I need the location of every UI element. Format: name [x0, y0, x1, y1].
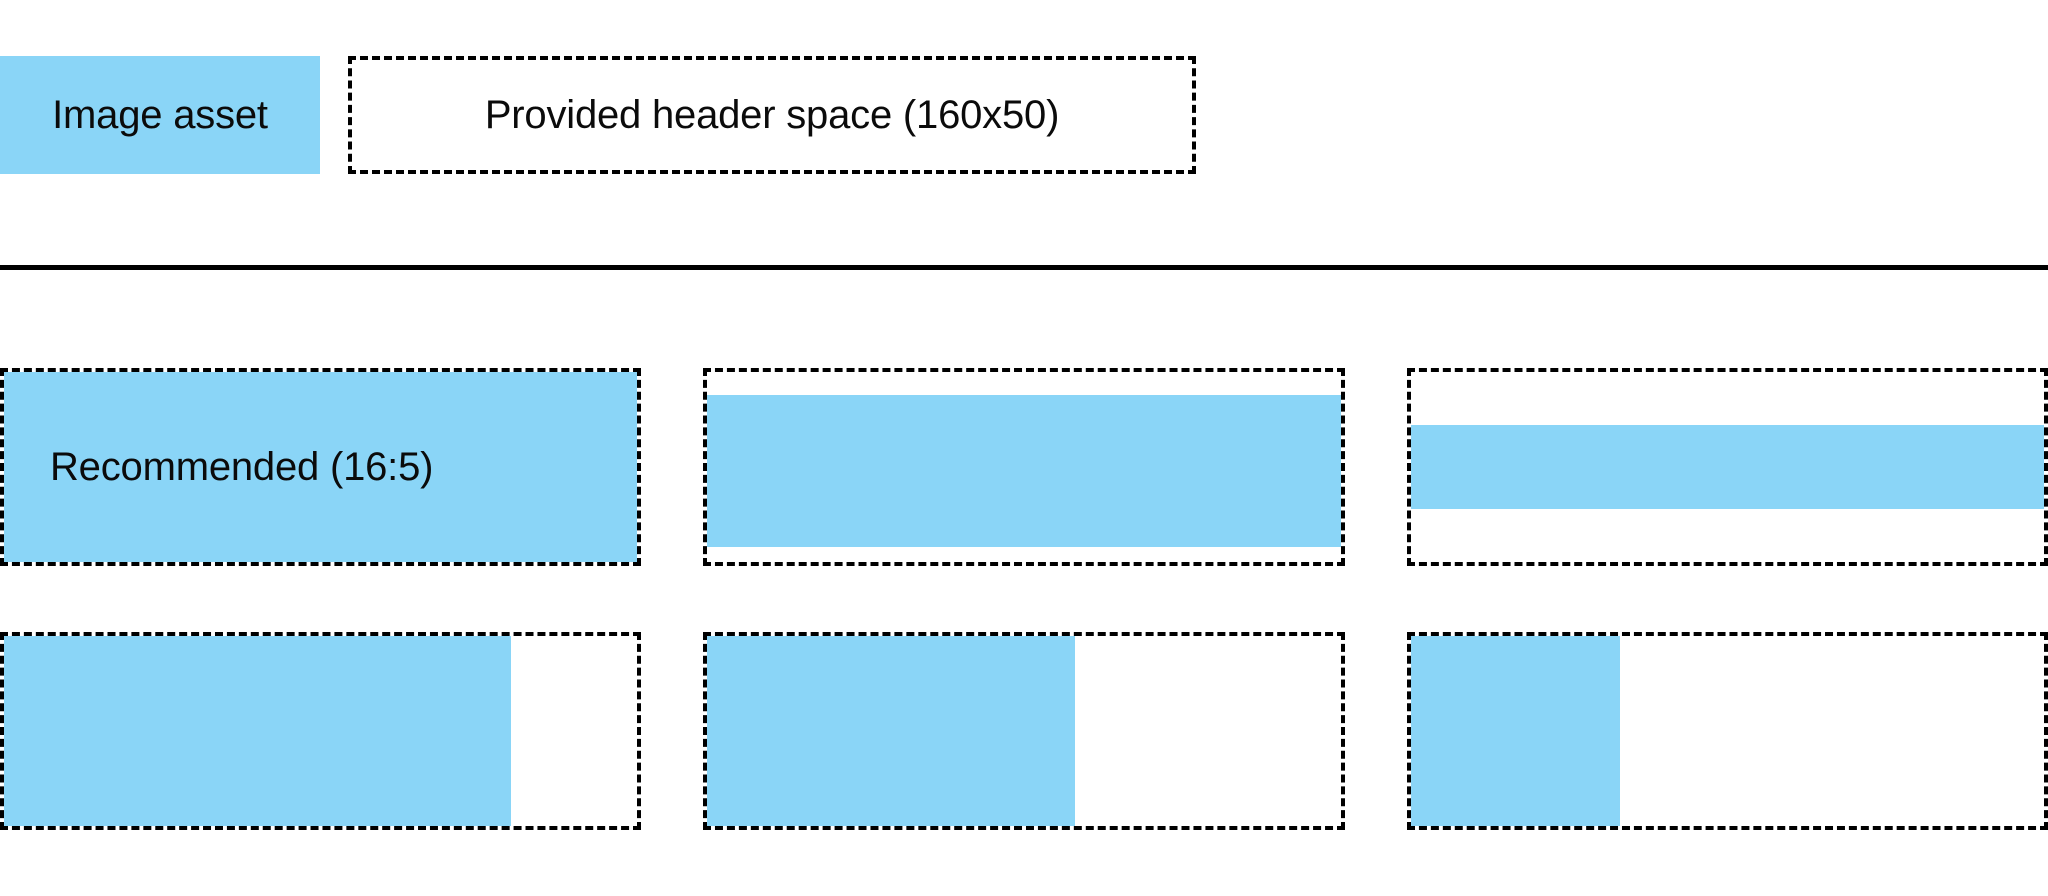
asset-fill [4, 636, 511, 826]
asset-fill [707, 394, 1341, 547]
recommended-ratio-label: Recommended (16:5) [50, 445, 434, 489]
example-cell-r2c3 [1406, 632, 2048, 830]
examples-row-2 [0, 632, 2048, 830]
provided-header-space-label: Provided header space (160x50) [484, 93, 1060, 137]
aspect-ratio-examples-grid: Recommended (16:5) [0, 368, 2048, 830]
example-cell-r1c2 [703, 368, 1345, 566]
example-cell-recommended: Recommended (16:5) [0, 368, 642, 566]
example-cell-r2c1 [0, 632, 642, 830]
legend-spacer [320, 56, 348, 174]
example-cell-r2c2 [703, 632, 1345, 830]
image-asset-swatch: Image asset [0, 56, 320, 174]
section-divider [0, 265, 2048, 270]
asset-fill [1410, 425, 2044, 509]
example-cell-r1c3 [1406, 368, 2048, 566]
asset-fill [707, 636, 1075, 826]
provided-header-space-box: Provided header space (160x50) [348, 56, 1196, 174]
asset-fill [4, 372, 638, 562]
legend-row: Image asset Provided header space (160x5… [0, 56, 1196, 174]
examples-row-1: Recommended (16:5) [0, 368, 2048, 566]
asset-fill [1410, 636, 1620, 826]
image-asset-label: Image asset [52, 93, 268, 137]
